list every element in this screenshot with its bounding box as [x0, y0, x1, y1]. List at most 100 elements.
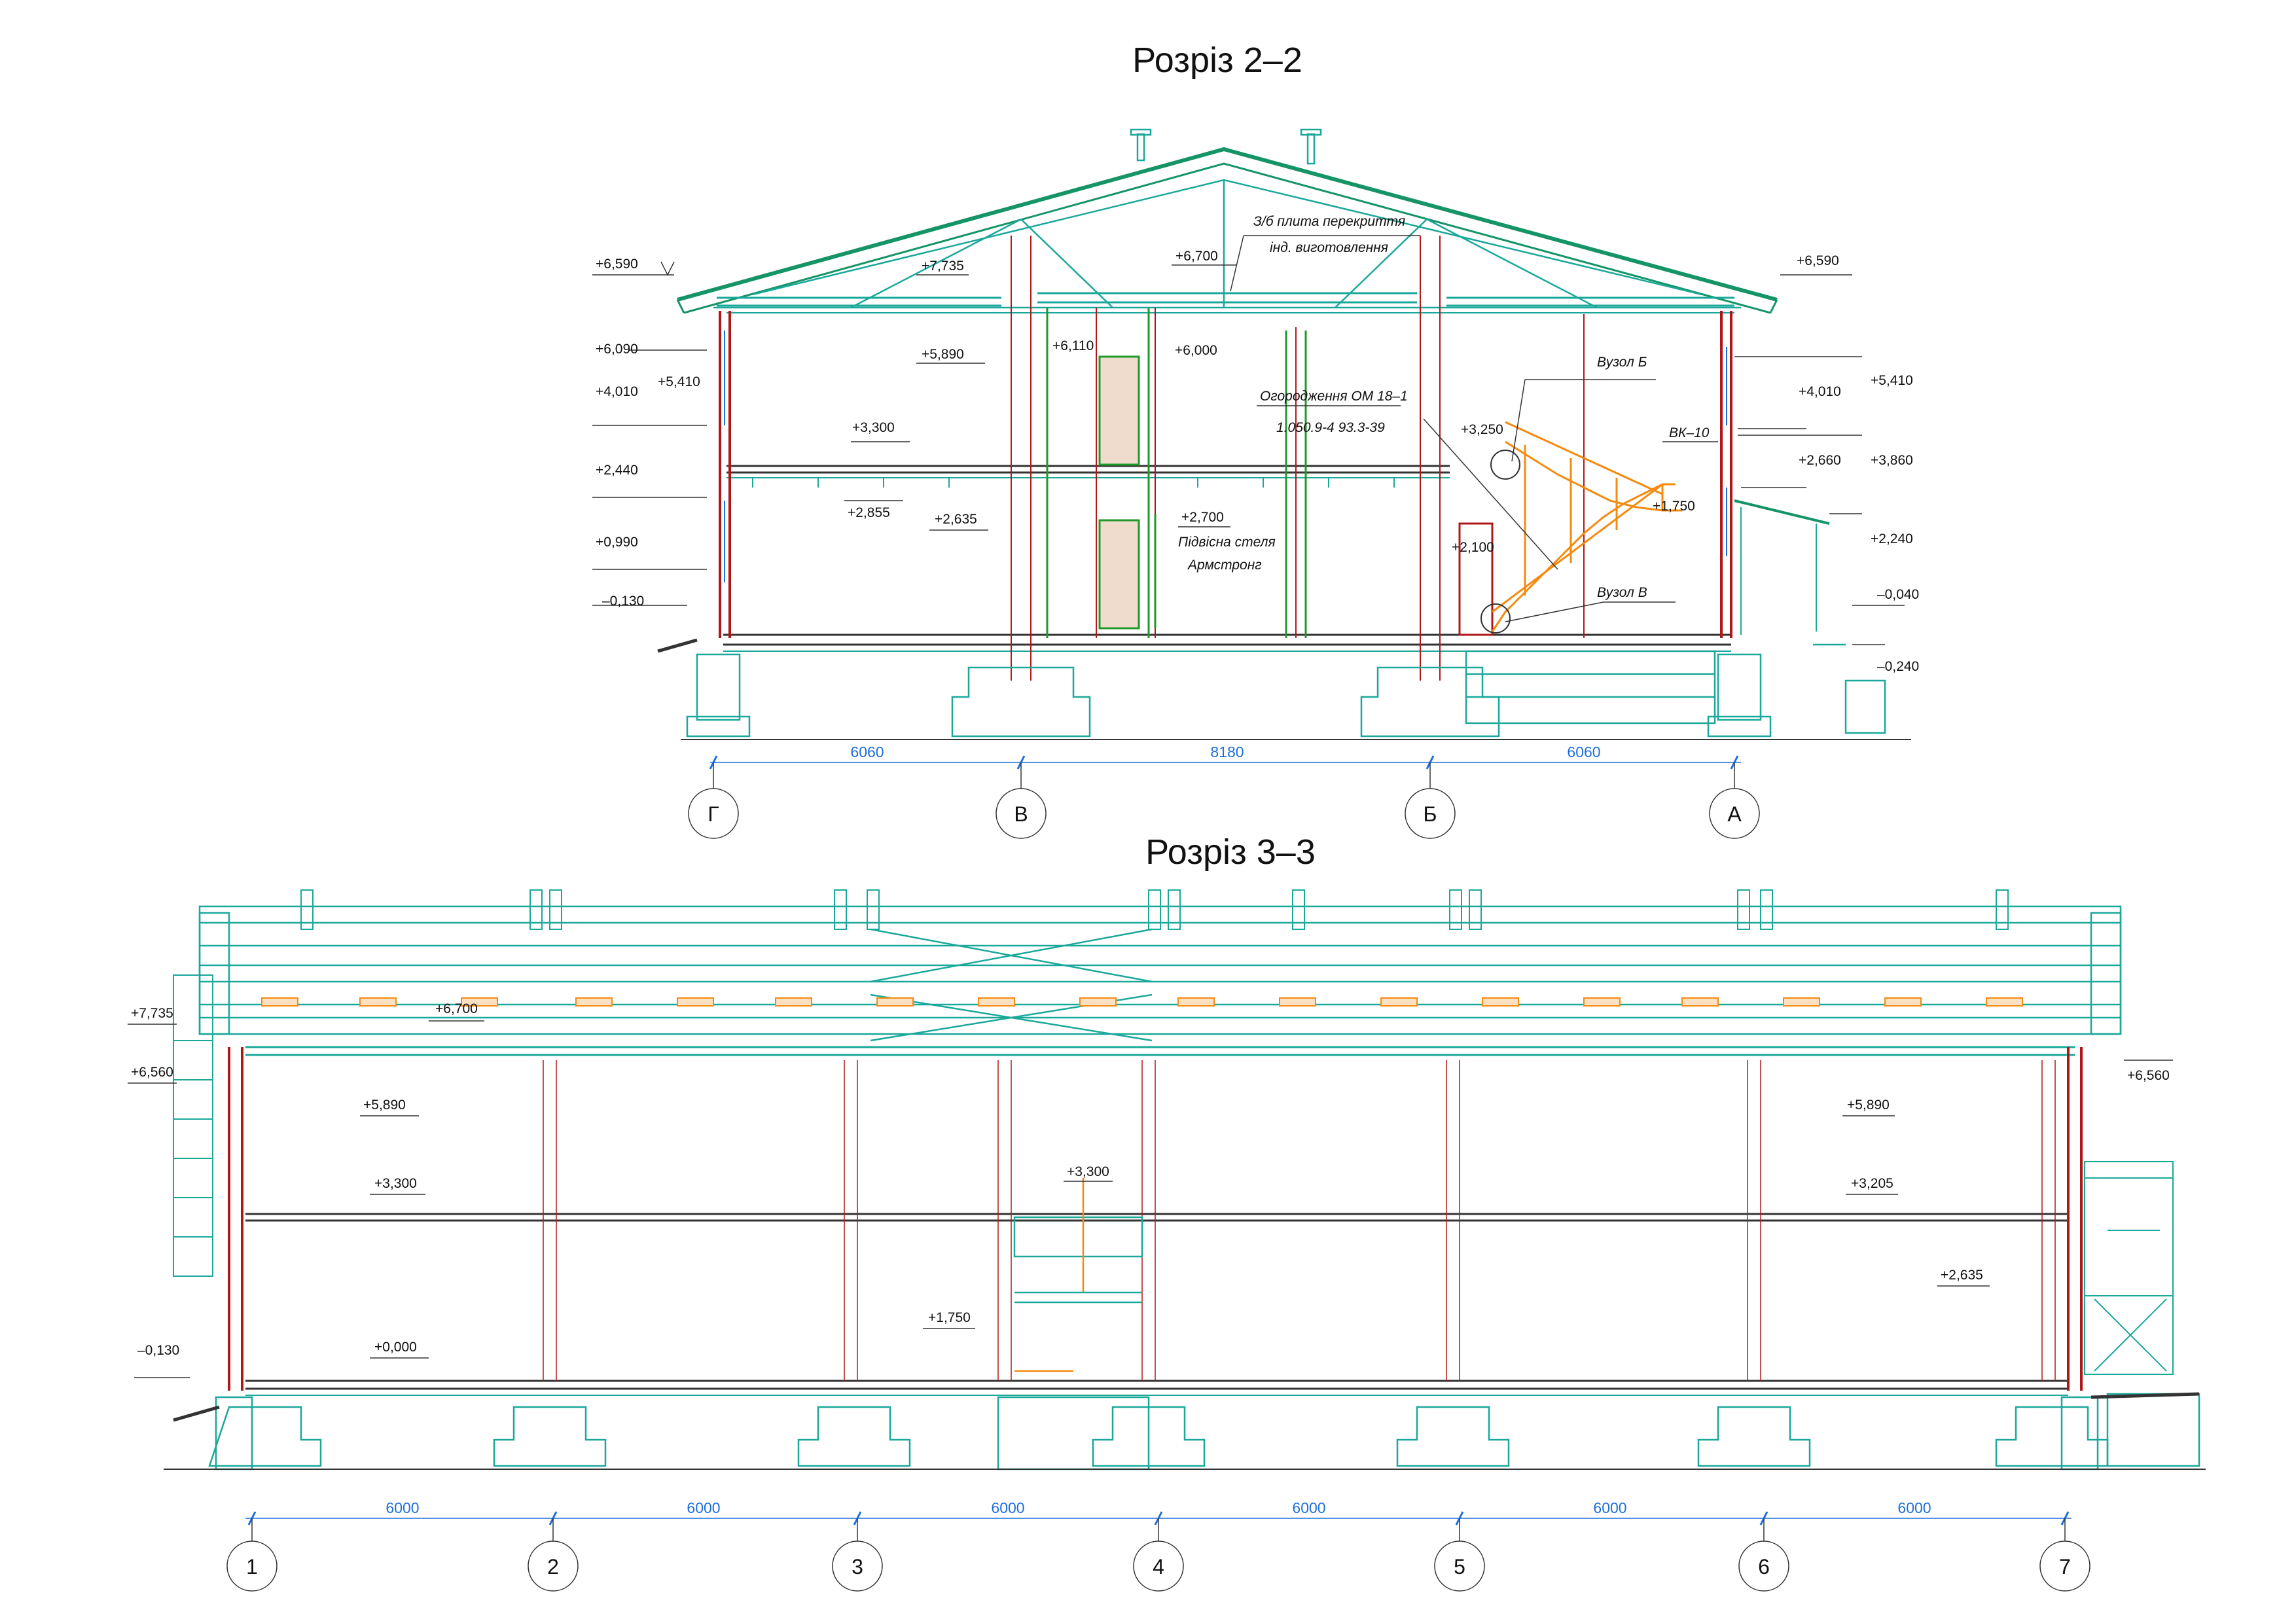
- end-walls-3-3: [228, 1047, 2083, 1391]
- elevations-3-3: +7,735 +6,560 –0,130 +6,700 +5,890 +3,30…: [128, 1001, 2173, 1378]
- elev-6560-33-left: +6,560: [131, 1065, 173, 1080]
- elev-0000-33: +0,000: [374, 1340, 417, 1355]
- elev-6560-33-right: +6,560: [2127, 1068, 2170, 1083]
- notes-2-2: З/б плита перекриття інд. виготовлення О…: [1178, 214, 1718, 622]
- elevations-center-2-2: +7,735 +6,700 +5,890 +6,110 +6,000 +3,30…: [844, 249, 1695, 555]
- elev-5410-right: +5,410: [1871, 373, 1913, 388]
- axis-markers-2-2: Г В Б А: [688, 762, 1760, 839]
- elev-m0130-left: –0,130: [602, 594, 644, 609]
- elev-3300-33-center: +3,300: [1067, 1164, 1109, 1179]
- axis-5: 5: [1454, 1555, 1465, 1578]
- elev-5410-left: +5,410: [658, 374, 700, 389]
- elev-m0040-right: –0,040: [1877, 587, 1919, 602]
- ground-line-3-3: [164, 1392, 2206, 1470]
- dim-3-3-4: 6000: [1292, 1499, 1325, 1516]
- escape-ladder-left-3-3: [173, 974, 213, 1277]
- partitions-2-2: [1046, 308, 1307, 638]
- elevations-right-2-2: +6,590 +5,410 +4,010 +3,860 +2,660 +2,24…: [1734, 253, 1919, 674]
- note-slab-line2: інд. виготовлення: [1270, 240, 1388, 255]
- stair-2-2: [1480, 421, 1682, 633]
- note-node-v: Вузол В: [1597, 585, 1647, 600]
- windows-2-2: [724, 330, 1727, 582]
- elev-5890: +5,890: [922, 347, 964, 362]
- elev-5890-33-right: +5,890: [1847, 1097, 1890, 1113]
- axis-a: А: [1727, 802, 1742, 826]
- axis-1: 1: [246, 1555, 258, 1578]
- section-2-2-title: Розріз 2–2: [1132, 41, 1302, 80]
- foundations-3-3: [208, 1393, 2200, 1471]
- elev-4010-right: +4,010: [1799, 384, 1841, 399]
- elev-2700: +2,700: [1181, 510, 1224, 525]
- elev-3860-right: +3,860: [1871, 453, 1913, 468]
- doors-2-2: [1098, 355, 1494, 636]
- elev-7735-33: +7,735: [131, 1006, 173, 1021]
- section-3-3: Розріз 3–3: [128, 832, 2206, 1592]
- elev-6700: +6,700: [1175, 249, 1218, 264]
- dim-2-2-2: 8180: [1210, 743, 1244, 760]
- elev-m0130-33: –0,130: [137, 1343, 179, 1358]
- section-2-2: Розріз 2–2: [592, 41, 1919, 839]
- dim-3-3-3: 6000: [991, 1499, 1024, 1516]
- dimension-line-2-2: 6060 8180 6060: [709, 743, 1741, 770]
- escape-stair-right-3-3: [2084, 1161, 2174, 1375]
- dim-2-2-3: 6060: [1567, 743, 1600, 760]
- elev-7735: +7,735: [922, 259, 964, 274]
- vent-pipes-3-3: [300, 889, 2009, 930]
- elev-2660-right: +2,660: [1799, 453, 1841, 468]
- axis-4: 4: [1153, 1555, 1164, 1578]
- elev-3250: +3,250: [1461, 422, 1503, 437]
- elev-5890-33-left: +5,890: [363, 1097, 406, 1113]
- note-node-b: Вузол Б: [1597, 355, 1647, 370]
- columns-3-3: [543, 1060, 2056, 1381]
- dim-3-3-6: 6000: [1897, 1499, 1931, 1516]
- axis-6: 6: [1758, 1555, 1770, 1578]
- dim-2-2-1: 6060: [850, 743, 884, 760]
- dim-3-3-5: 6000: [1593, 1499, 1626, 1516]
- note-ceiling-line2: Армстронг: [1187, 558, 1262, 573]
- note-vk10: ВК–10: [1669, 425, 1710, 440]
- axis-g: Г: [708, 802, 719, 826]
- stair-3-3: [1013, 1178, 1143, 1372]
- axis-b: Б: [1424, 802, 1437, 826]
- ground-line-2-2: [657, 638, 1911, 740]
- elev-3205-33: +3,205: [1851, 1176, 1893, 1191]
- elev-3300: +3,300: [852, 420, 895, 435]
- elevations-left-2-2: +6,590 +6,090 +5,410 +4,010 +2,440 +0,99…: [592, 257, 707, 609]
- foundations-2-2: [686, 643, 1886, 738]
- exterior-walls-2-2: [719, 311, 1732, 638]
- dimension-line-3-3: 6000 6000 6000 6000 6000 6000: [245, 1499, 2072, 1525]
- elev-6000: +6,000: [1175, 343, 1217, 358]
- elev-6700-33: +6,700: [435, 1001, 478, 1016]
- elev-4010-left: +4,010: [596, 384, 638, 399]
- elev-6110: +6,110: [1052, 338, 1094, 353]
- roof-truss-2-2: [713, 128, 1741, 309]
- ground-slab-2-2: [723, 633, 1731, 652]
- axis-markers-3-3: 1 2 3 4 5 6 7: [226, 1518, 2090, 1592]
- elev-3300-33-left: +3,300: [374, 1176, 417, 1191]
- elev-0990-left: +0,990: [596, 535, 638, 550]
- roof-2-2: [676, 147, 1778, 314]
- elev-2635: +2,635: [935, 512, 977, 527]
- note-slab-line1: З/б плита перекриття: [1253, 214, 1405, 229]
- elev-m0240-right: –0,240: [1877, 659, 1919, 674]
- mid-slab-2-2: [726, 465, 1450, 474]
- section-3-3-title: Розріз 3–3: [1145, 832, 1316, 872]
- elev-2240-right: +2,240: [1871, 531, 1913, 546]
- elev-2635-33: +2,635: [1941, 1268, 1983, 1283]
- elev-2100: +2,100: [1452, 540, 1494, 555]
- dim-3-3-1: 6000: [386, 1499, 419, 1516]
- axis-2: 2: [547, 1555, 559, 1578]
- elev-1750: +1,750: [1653, 499, 1695, 514]
- note-ceiling-line1: Підвісна стеля: [1178, 535, 1276, 550]
- axis-v: В: [1014, 802, 1028, 826]
- elev-1750-33: +1,750: [928, 1310, 971, 1325]
- elev-6090-left: +6,090: [596, 342, 638, 357]
- elev-2855: +2,855: [848, 505, 890, 520]
- elev-2440-left: +2,440: [596, 463, 638, 478]
- top-slab-2-2: [717, 292, 1734, 313]
- slabs-3-3: [245, 1046, 2075, 1396]
- elev-6590-left: +6,590: [596, 257, 638, 272]
- axis-3: 3: [852, 1555, 863, 1578]
- note-railing-line2: 1.050.9-4 93.3-39: [1276, 420, 1385, 435]
